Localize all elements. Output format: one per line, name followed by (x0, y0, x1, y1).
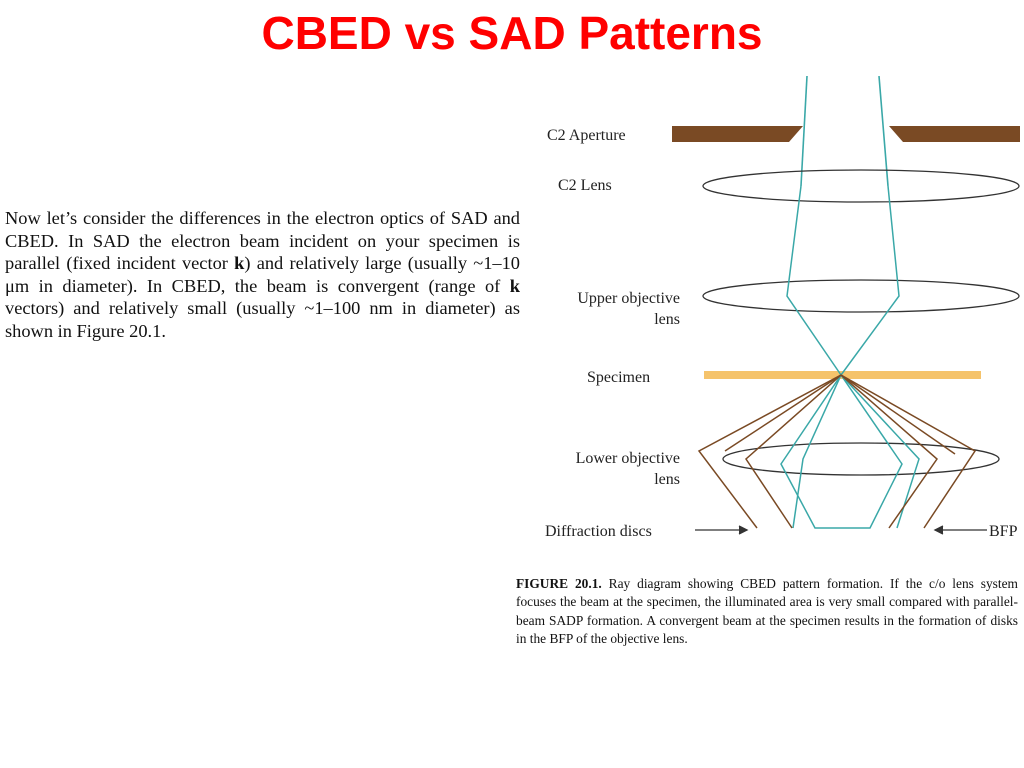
upper-objective-lens-shape (702, 279, 1020, 313)
ray-diagram: C2 Aperture C2 Lens Upper objective lens… (545, 76, 1020, 540)
label-upper-objective-line2: lens (654, 311, 680, 328)
caption-text: Ray diagram showing CBED pattern formati… (516, 576, 1018, 647)
k-vector-symbol: k (509, 275, 520, 296)
cyan-convergent-rays (780, 185, 920, 529)
brown-diffracted-rays (697, 374, 977, 529)
k-vector-symbol: k (234, 253, 245, 274)
figure-label: FIGURE 20.1. (516, 576, 602, 591)
lens-outlines (702, 169, 1020, 476)
incoming-beam-rays (800, 76, 889, 187)
figure-caption: FIGURE 20.1. Ray diagram showing CBED pa… (516, 575, 1018, 649)
slide-title: CBED vs SAD Patterns (261, 7, 763, 59)
label-upper-objective-line1: Upper objective (577, 290, 680, 307)
c2-lens-shape (702, 169, 1020, 203)
label-bfp: BFP (989, 523, 1018, 540)
body-paragraph: Now let’s consider the differences in th… (5, 207, 520, 343)
label-specimen: Specimen (587, 369, 650, 386)
label-lower-objective-line1: Lower objective (576, 450, 680, 467)
label-lower-objective-line2: lens (654, 471, 680, 488)
body-text-part-1: Now let’s consider the differences in th… (5, 208, 520, 274)
label-diffraction-discs: Diffraction discs (545, 523, 652, 540)
lower-objective-lens-shape (722, 442, 1000, 476)
body-text-part-2: ) and relatively large (usually ~1–10 μm… (5, 253, 520, 296)
body-text-part-3: vectors) and relatively small (usually ~… (5, 298, 520, 341)
label-c2-aperture: C2 Aperture (547, 127, 626, 144)
c2-aperture-right-plate (889, 126, 1020, 142)
label-c2-lens: C2 Lens (558, 177, 612, 194)
bfp-arrows (695, 525, 987, 535)
c2-aperture-left-plate (672, 126, 803, 142)
